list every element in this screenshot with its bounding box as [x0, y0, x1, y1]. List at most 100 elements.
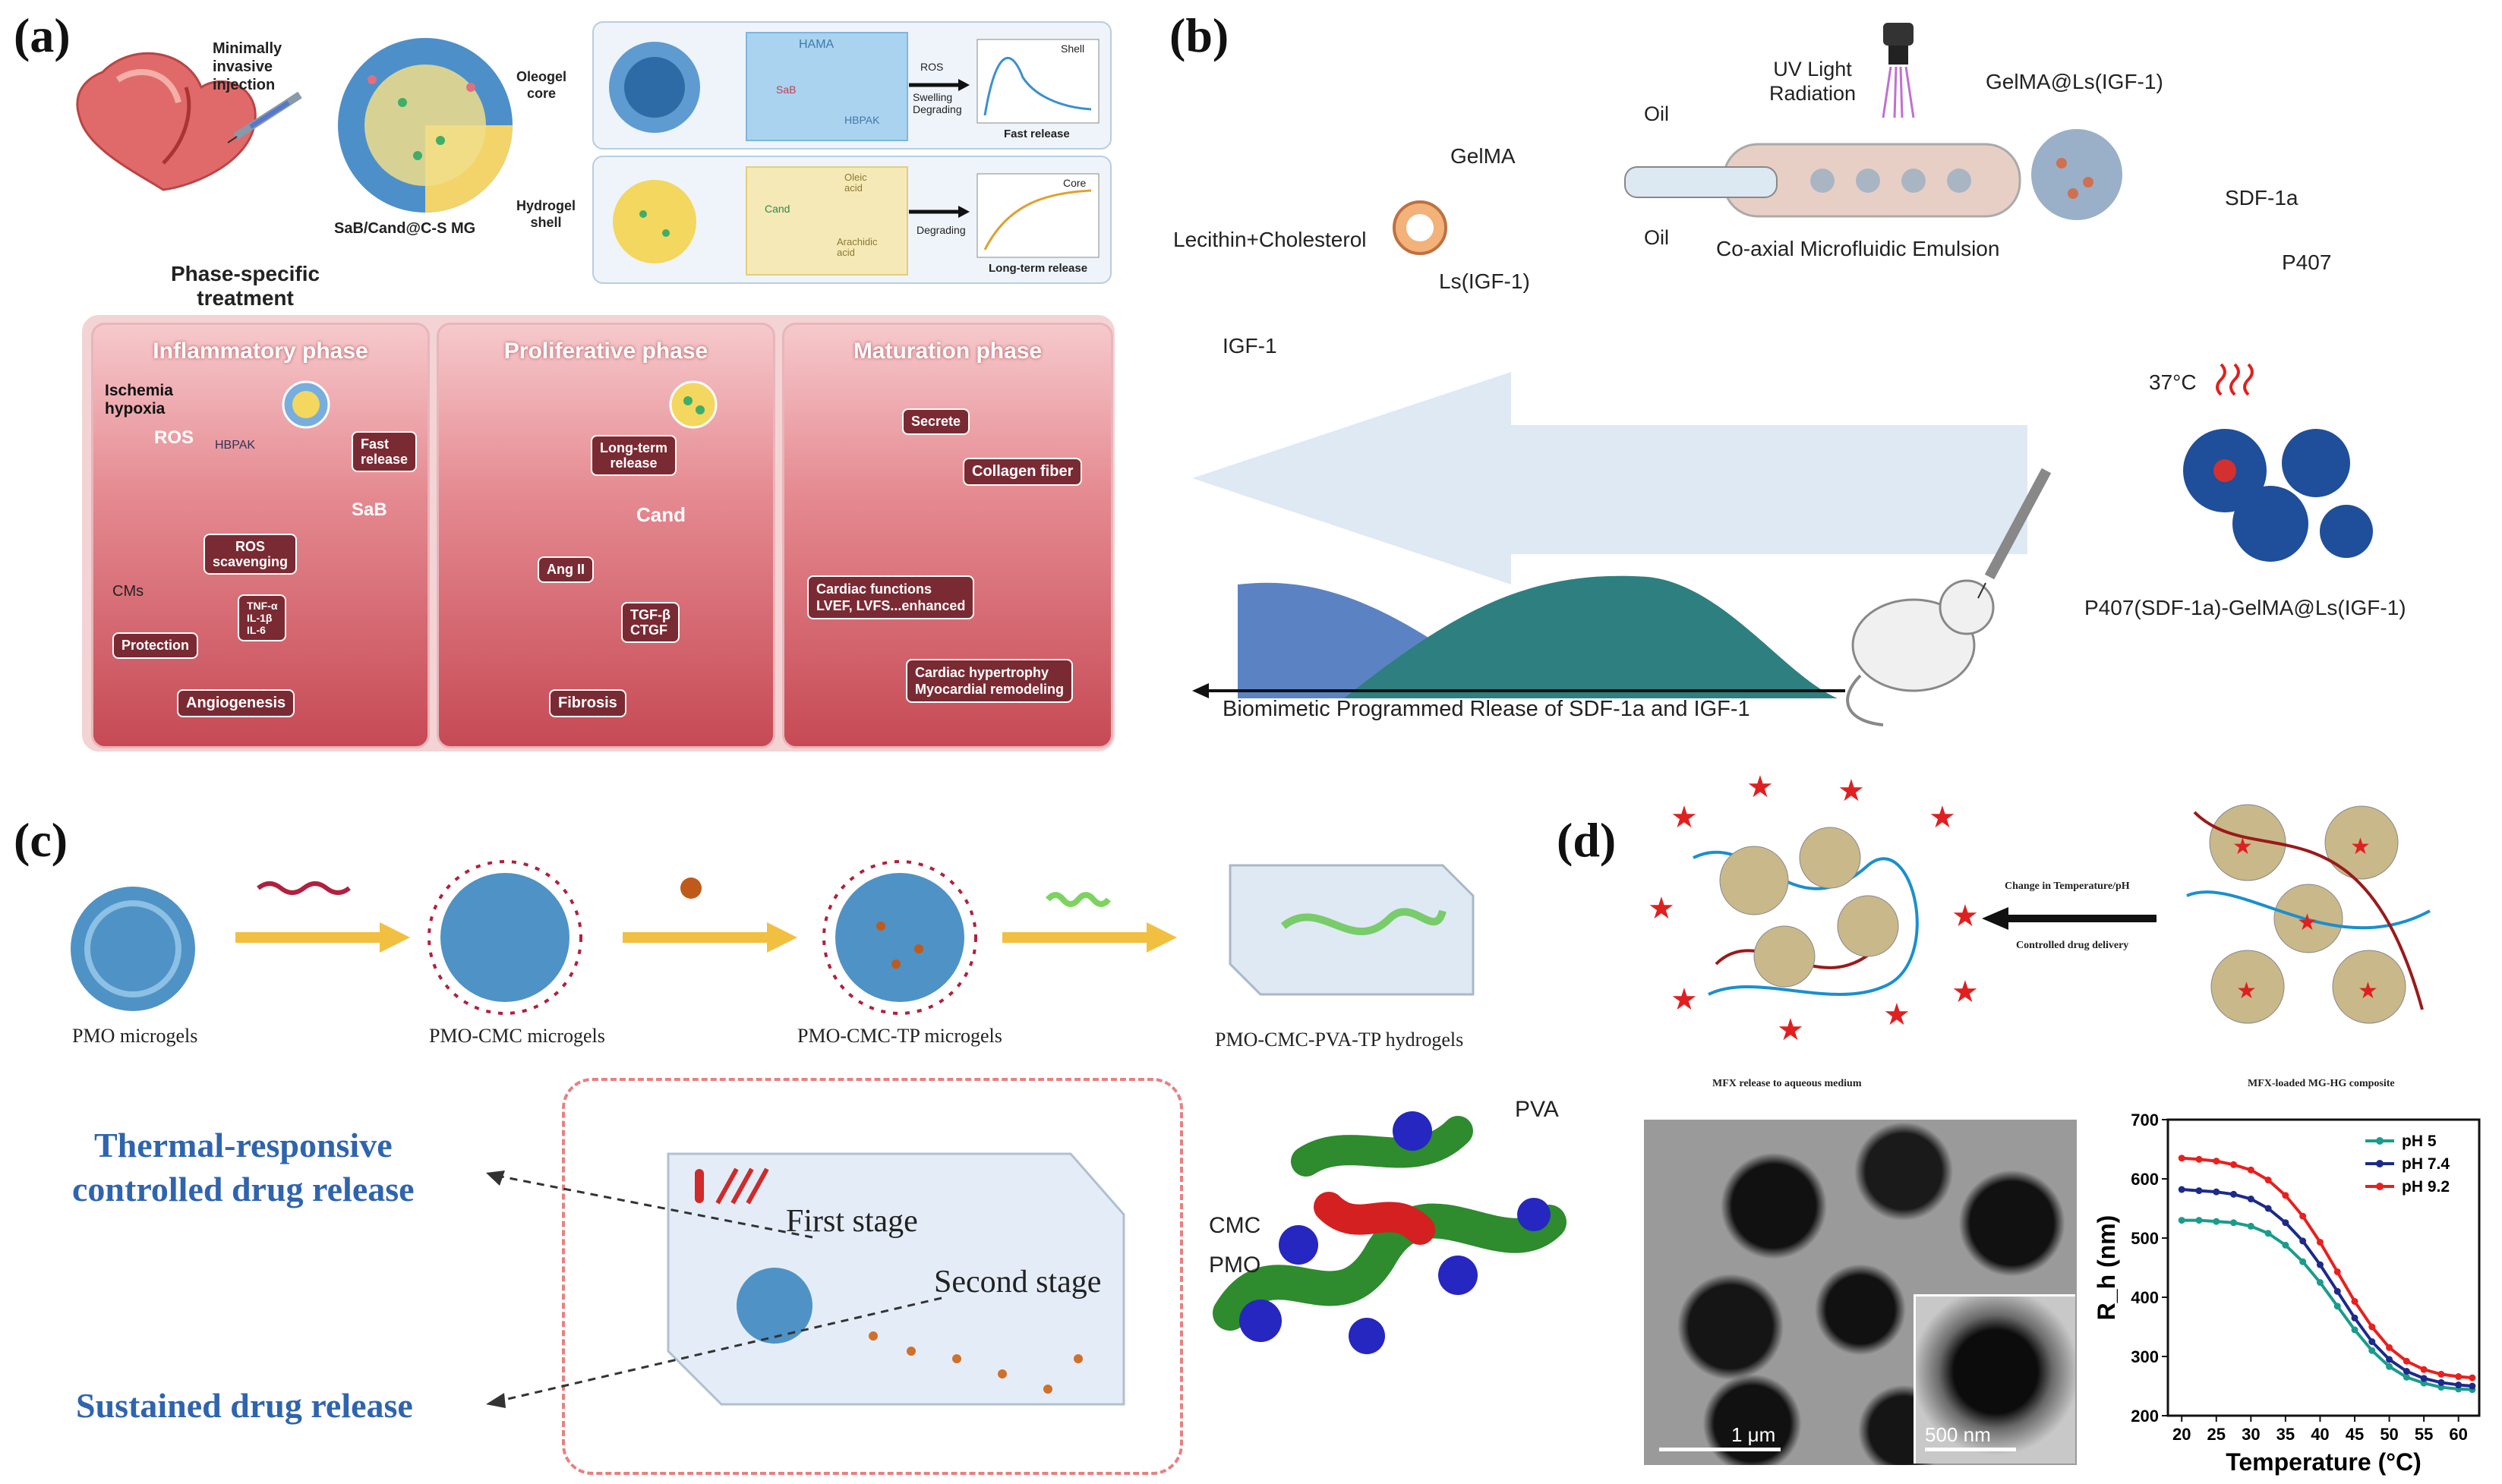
data-point: [2195, 1217, 2203, 1224]
data-point: [2299, 1237, 2307, 1245]
cms-label: CMs: [112, 583, 144, 600]
mouse-illustration: [1846, 579, 1995, 726]
pva-chain-icon: [1045, 892, 1112, 907]
legend-marker: [2376, 1183, 2384, 1190]
hbpak-label: HBPAK: [844, 114, 880, 126]
legend-marker: [2376, 1137, 2384, 1145]
data-point: [2368, 1338, 2376, 1345]
data-point: [2420, 1366, 2428, 1373]
legend-label: pH 9.2: [2402, 1178, 2450, 1196]
plot-frame: [2166, 1118, 2481, 1417]
y-tick-label: 700: [2131, 1111, 2159, 1130]
data-point: [2420, 1379, 2428, 1387]
shell-arrow-top: ROS: [920, 61, 944, 73]
core-release-curve: [977, 173, 1100, 258]
polymer-network: [1213, 1111, 1567, 1354]
temp-label: 37°C: [2149, 370, 2197, 394]
microgel-sphere: [338, 38, 513, 213]
data-point: [2213, 1188, 2220, 1196]
step-label-2: PMO-CMC microgels: [429, 1025, 605, 1047]
data-point: [2469, 1382, 2476, 1390]
shell-caption: Fast release: [1004, 128, 1070, 140]
p407-label: P407: [2282, 250, 2332, 274]
data-point: [2469, 1374, 2476, 1382]
mg-particle-2: [669, 380, 718, 429]
tem-inset: [1914, 1294, 2075, 1464]
arrow-d-top-label: Change in Temperature/pH: [2005, 881, 2130, 892]
arrow-step-2: [623, 922, 797, 953]
data-point: [2230, 1219, 2238, 1227]
data-point: [2403, 1357, 2410, 1365]
heat-wave-icon: [2216, 363, 2254, 396]
data-point: [2455, 1381, 2463, 1388]
coaxial-label: Co-axial Microfluidic Emulsion: [1716, 237, 2000, 260]
data-point: [2437, 1378, 2445, 1386]
data-point: [2333, 1287, 2341, 1295]
data-point: [2247, 1196, 2254, 1203]
svg-text:★: ★: [2350, 834, 2371, 859]
igf-label: IGF-1: [1223, 334, 1277, 358]
data-point: [2368, 1347, 2376, 1354]
protection-label: Protection: [112, 632, 199, 659]
x-tick-label: 40: [2311, 1425, 2329, 1444]
liposome-particle: [1393, 200, 1447, 255]
panel-b-letter: (b): [1169, 8, 1229, 62]
cand-small-label: Cand: [765, 203, 790, 215]
legend-marker: [2376, 1160, 2384, 1167]
pmo-microgel: [71, 887, 195, 1011]
shell-curve-label: Shell: [1061, 43, 1085, 55]
data-point: [2316, 1238, 2324, 1246]
dashed-arrows: [486, 1171, 942, 1408]
cmc-chain-icon: [257, 881, 351, 895]
svg-text:★: ★: [1883, 998, 1910, 1032]
arrow-step-1: [235, 922, 410, 953]
release-caption: Biomimetic Programmed Rlease of SDF-1a a…: [1223, 697, 1750, 721]
gelma-label: GelMA: [1450, 144, 1516, 168]
pmo-cmc-microgel: [428, 860, 582, 1015]
data-point: [2178, 1217, 2185, 1224]
data-point: [2333, 1268, 2341, 1275]
tp-drug-icon: [680, 877, 702, 899]
release-dashed-box: [562, 1078, 1183, 1475]
panel-a-letter: (a): [14, 8, 71, 62]
legend-label: pH 5: [2402, 1133, 2437, 1150]
data-point: [2299, 1258, 2307, 1265]
pmo-label: PMO: [1209, 1252, 1261, 1278]
pmo-cmc-tp-microgel: [822, 860, 977, 1015]
core-arrow: [909, 206, 970, 218]
uv-lamp-icon: [1882, 23, 1915, 118]
svg-text:★: ★: [1777, 1013, 1804, 1047]
data-point: [2247, 1222, 2254, 1230]
y-tick-label: 500: [2131, 1229, 2159, 1248]
product-label: P407(SDF-1a)-GelMA@Ls(IGF-1): [2084, 596, 2406, 619]
ang-label: Ang II: [538, 556, 594, 583]
step-label-3: PMO-CMC-TP microgels: [797, 1025, 1002, 1047]
shell-network: [746, 32, 908, 141]
release-block: [667, 1152, 1125, 1406]
oil-top-label: Oil: [1644, 102, 1669, 125]
syringe-icon: [227, 91, 302, 143]
maturation-phase-title: Maturation phase: [853, 339, 1043, 364]
arrow-step-3: [1002, 922, 1177, 953]
step-label-1: PMO microgels: [72, 1025, 198, 1047]
shell-sphere: [609, 42, 700, 133]
angiogenesis-label: Angiogenesis: [177, 689, 295, 717]
legend-label: pH 7.4: [2402, 1155, 2450, 1173]
data-point: [2282, 1192, 2289, 1199]
cmc-label: CMC: [1209, 1213, 1261, 1238]
svg-text:★: ★: [1746, 770, 1774, 804]
inflammatory-phase-title: Inflammatory phase: [153, 339, 368, 364]
data-point: [2195, 1155, 2203, 1163]
shell-release-curve: [977, 39, 1100, 124]
